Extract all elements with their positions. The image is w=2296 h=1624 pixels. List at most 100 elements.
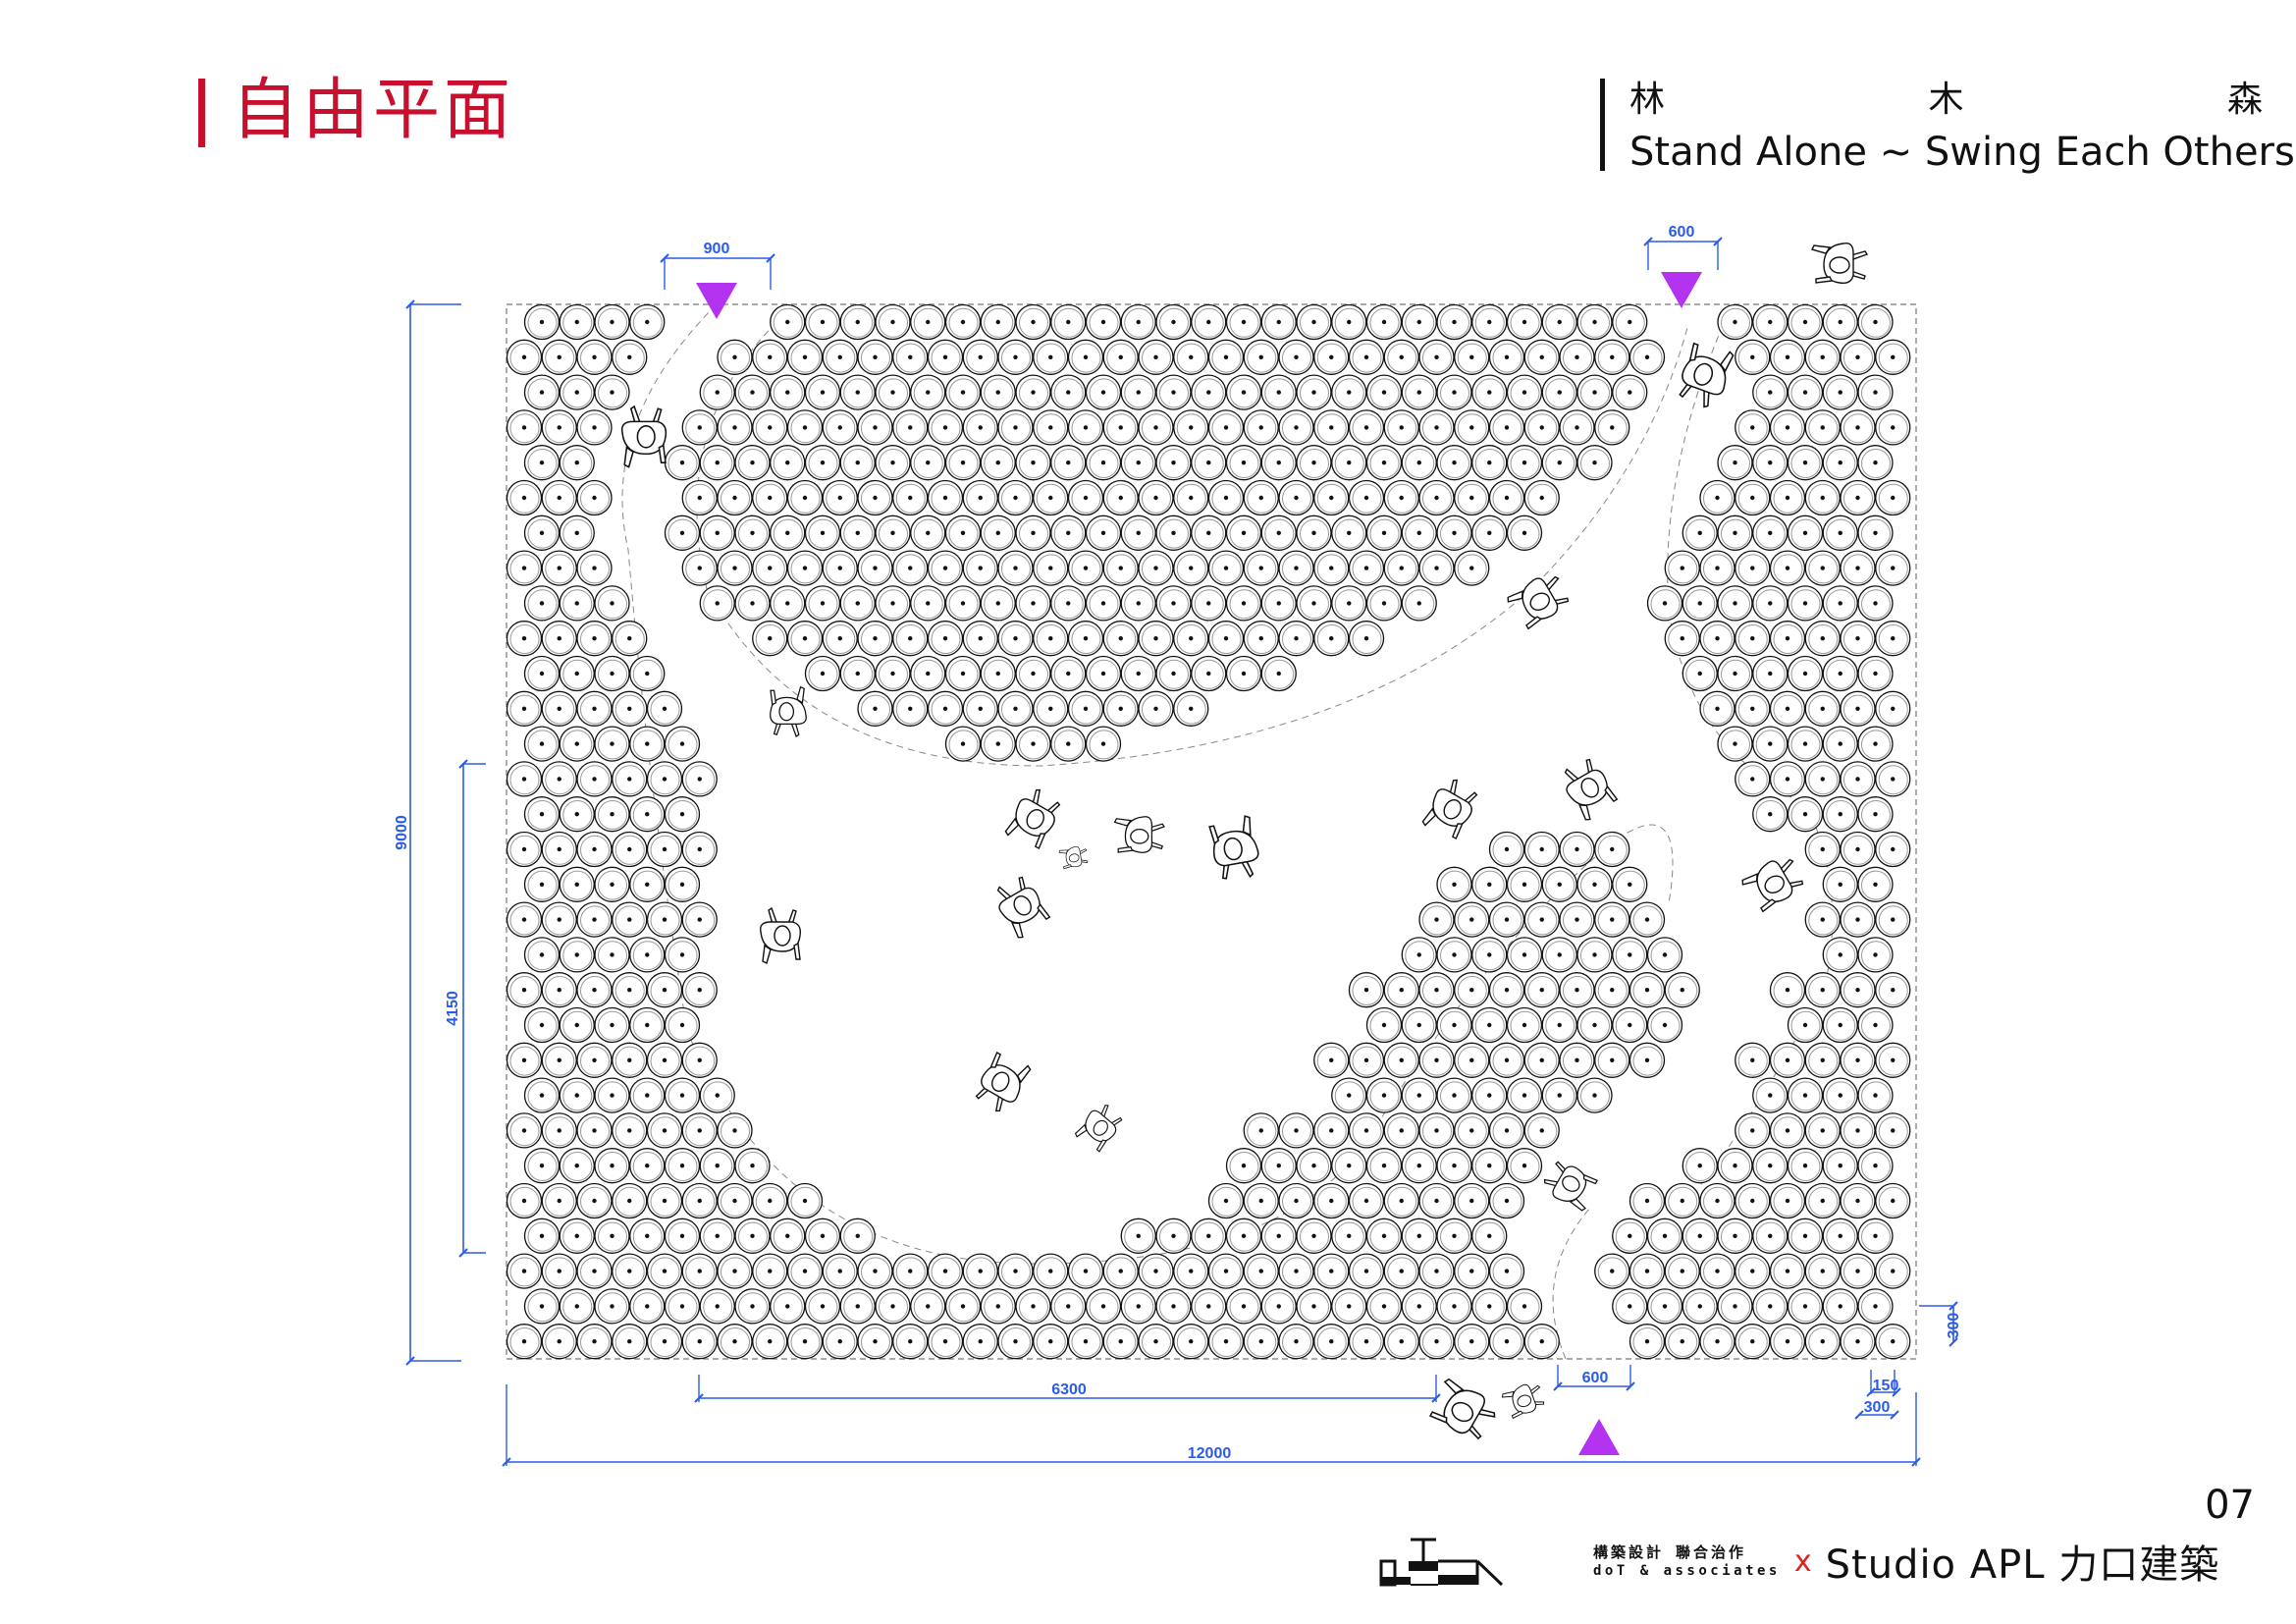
tree-column-icon <box>576 972 613 1008</box>
tree-column-icon <box>1085 726 1122 762</box>
dimension-label: 9000 <box>394 815 410 850</box>
tree-column-icon <box>1418 901 1455 938</box>
tree-column-icon <box>1787 1006 1824 1044</box>
tree-column-icon <box>1523 339 1560 375</box>
tree-column-icon <box>1857 514 1894 551</box>
tree-column-icon <box>1612 1006 1648 1044</box>
tree-column-icon <box>681 1112 718 1149</box>
tree-column-icon <box>1717 1148 1753 1184</box>
tree-column-icon <box>1559 339 1595 375</box>
tree-column-icon <box>1769 479 1806 516</box>
tree-column-icon <box>1401 1288 1437 1325</box>
tree-column-icon <box>664 726 701 762</box>
tree-column-icon <box>892 621 929 657</box>
tree-column-icon <box>1682 1288 1718 1325</box>
tree-column-icon <box>1191 655 1227 692</box>
tree-column-icon <box>1050 726 1087 762</box>
tree-column-icon <box>1331 1148 1367 1184</box>
tree-column-icon <box>699 1288 735 1325</box>
tree-column-icon <box>997 621 1034 657</box>
tree-column-icon <box>576 690 613 727</box>
tree-column-icon <box>1840 1112 1876 1149</box>
tree-column-icon <box>910 514 946 551</box>
tree-column-icon <box>804 374 841 410</box>
tree-column-icon <box>944 726 982 762</box>
tree-column-icon <box>1260 1218 1297 1254</box>
tree-column-icon <box>1365 1218 1403 1254</box>
tree-column-icon <box>506 550 543 586</box>
tree-column-icon <box>1260 585 1297 622</box>
tree-column-icon <box>804 445 841 481</box>
tree-column-icon <box>1717 445 1753 481</box>
tree-column-icon <box>1243 1324 1279 1360</box>
tree-column-icon <box>699 514 735 551</box>
tree-column-icon <box>681 479 718 516</box>
tree-column-icon <box>629 1077 666 1113</box>
tree-column-icon <box>1102 1324 1139 1360</box>
subtitle-divider <box>1600 79 1605 171</box>
tree-column-icon <box>944 374 982 410</box>
tree-column-icon <box>717 550 753 586</box>
tree-column-icon <box>1138 409 1174 446</box>
tree-column-icon <box>1401 445 1437 481</box>
tree-column-icon <box>1436 866 1472 902</box>
tree-column-icon <box>1822 1006 1858 1044</box>
tree-column-icon <box>1313 1042 1350 1078</box>
tree-column-icon <box>1840 409 1876 446</box>
tree-column-icon <box>1787 445 1824 481</box>
tree-column-icon <box>1629 1324 1666 1360</box>
tree-column-icon <box>1717 1218 1753 1254</box>
person-icon <box>620 405 667 468</box>
tree-column-icon <box>576 901 613 938</box>
tree-column-icon <box>1348 339 1385 375</box>
tree-column-icon <box>646 901 683 938</box>
tree-column-icon <box>1348 1042 1385 1078</box>
tree-column-icon <box>1594 901 1630 938</box>
tree-column-icon <box>506 1182 543 1219</box>
dimension-12000: 12000 <box>506 1384 1917 1466</box>
tree-column-icon <box>1102 550 1139 586</box>
tree-column-icon <box>1313 1324 1350 1360</box>
tree-column-icon <box>1436 1006 1472 1044</box>
tree-column-icon <box>1699 1324 1735 1360</box>
dimension-label: 900 <box>704 241 730 257</box>
guide-curve <box>621 303 1674 1265</box>
tree-column-icon <box>1735 339 1771 375</box>
associates-name-cn: 構築設計 聯合治作 <box>1593 1543 1747 1561</box>
tree-column-icon <box>629 937 666 973</box>
tree-column-icon <box>559 726 595 762</box>
tree-column-icon <box>1488 1182 1525 1219</box>
tree-column-icon <box>576 621 613 657</box>
tree-column-icon <box>541 550 577 586</box>
tree-column-icon <box>1365 1148 1403 1184</box>
tree-column-icon <box>1313 1253 1350 1289</box>
tree-column-icon <box>1050 585 1087 622</box>
tree-column-icon <box>1067 339 1104 375</box>
tree-column-icon <box>699 585 735 622</box>
tree-column-icon <box>506 1112 543 1149</box>
tree-column-icon <box>1155 655 1192 692</box>
tree-column-icon <box>1260 1288 1297 1325</box>
tree-column-icon <box>1120 585 1156 622</box>
tree-column-icon <box>681 409 718 446</box>
tree-column-icon <box>1488 831 1525 868</box>
tree-column-icon <box>1646 937 1683 973</box>
tree-column-icon <box>541 901 577 938</box>
tree-column-icon <box>1875 1112 1911 1149</box>
tree-column-icon <box>1260 655 1297 692</box>
tree-column-icon <box>1436 514 1472 551</box>
tree-column-icon <box>506 831 543 868</box>
tree-column-icon <box>1260 445 1297 481</box>
tree-column-icon <box>1840 831 1876 868</box>
tree-column-icon <box>559 1148 595 1184</box>
dimension-4150-vertical: 4150 <box>445 763 486 1254</box>
tree-column-icon <box>576 1324 613 1360</box>
tree-column-icon <box>1488 972 1525 1008</box>
tree-column-icon <box>1296 445 1332 481</box>
tree-column-icon <box>1769 409 1806 446</box>
tree-column-icon <box>1191 1218 1227 1254</box>
tree-column-icon <box>1576 1077 1613 1113</box>
tree-column-icon <box>1033 690 1069 727</box>
tree-column-icon <box>1015 726 1051 762</box>
